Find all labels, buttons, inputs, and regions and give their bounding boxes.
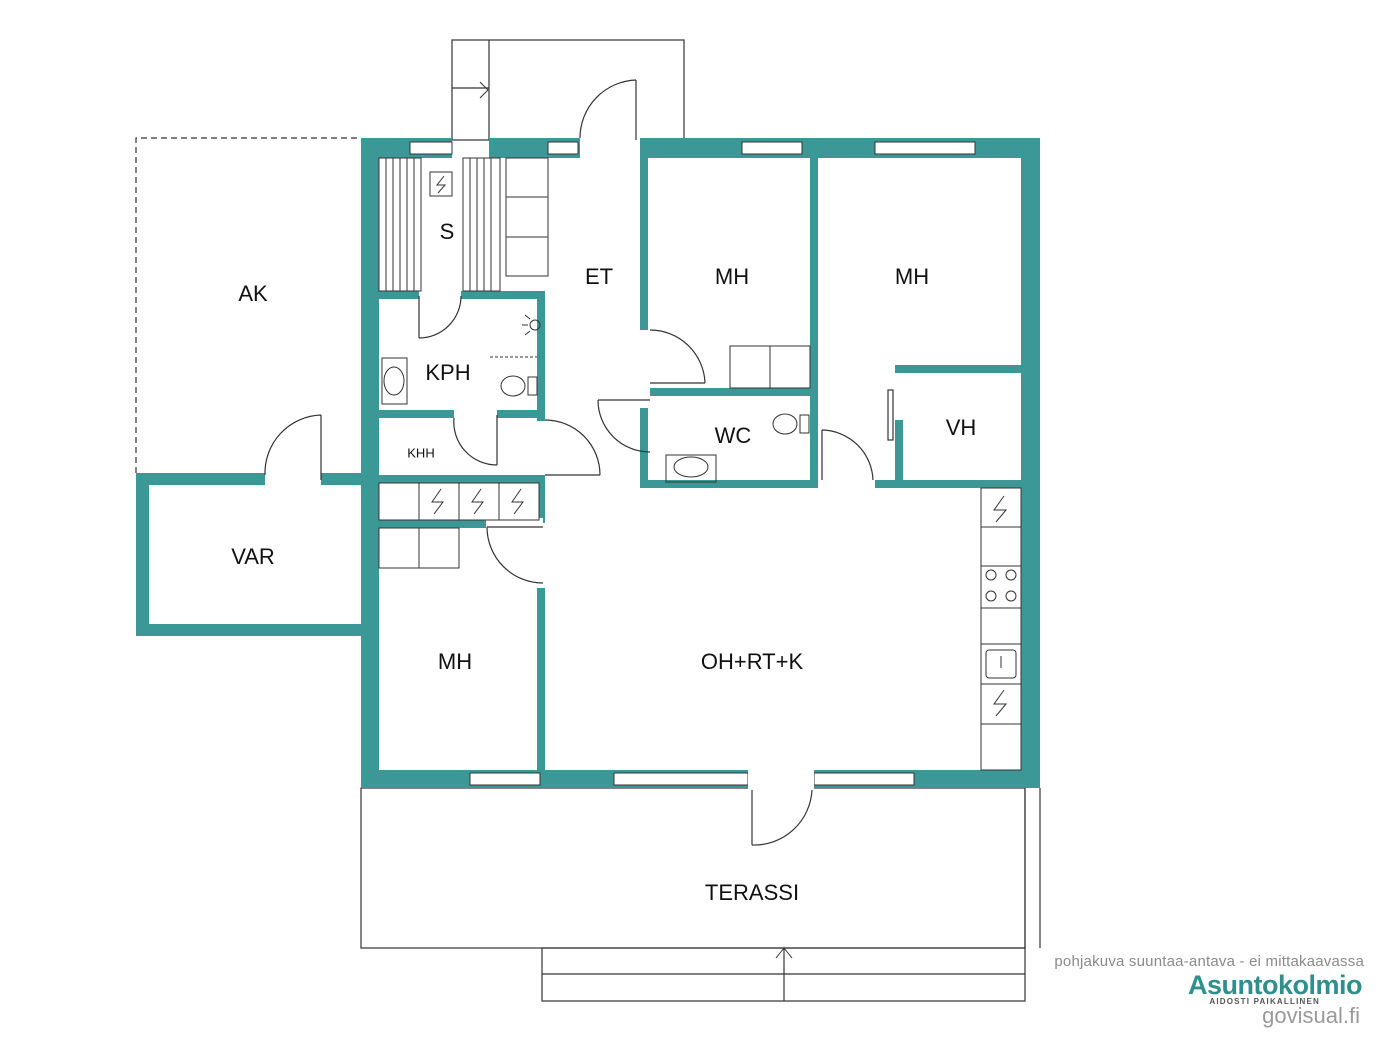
stove-icon — [985, 569, 1017, 602]
sink-icon — [381, 357, 408, 405]
wall-left — [361, 138, 379, 788]
wall-right — [1021, 138, 1040, 788]
site-name: govisual.fi — [1262, 1003, 1360, 1028]
electric-heater-icon — [429, 171, 453, 197]
toilet-icon — [500, 375, 538, 397]
room-label-ak: AK — [238, 281, 268, 306]
walls — [136, 138, 1040, 788]
windows — [409, 141, 976, 786]
terrace-outline — [360, 787, 1026, 949]
entrance-arrow-icon — [479, 81, 489, 99]
room-label-mh-top-right: MH — [895, 264, 929, 289]
room-label-s: S — [440, 219, 455, 244]
toilet-icon — [772, 413, 810, 435]
ak-dashed-outline — [135, 137, 361, 473]
room-label-mh-top-center: MH — [715, 264, 749, 289]
door-swing-icon — [579, 79, 637, 140]
entrance-steps — [451, 39, 685, 141]
brand-logo: Asuntokolmio — [1188, 970, 1363, 1000]
room-label-khh: KHH — [407, 445, 434, 460]
sauna-benches — [378, 157, 501, 292]
room-label-wc: WC — [715, 423, 752, 448]
thin-outlines — [135, 39, 1041, 1002]
room-label-kph: KPH — [425, 360, 470, 385]
room-labels: AK VAR S KPH KHH ET MH MH WC VH MH OH+RT… — [231, 219, 976, 905]
sink-icon — [985, 649, 1017, 679]
room-label-mh-bottom-left: MH — [438, 649, 472, 674]
disclaimer-text: pohjakuva suuntaa-antava - ei mittakaava… — [1054, 953, 1364, 970]
shower-icon — [522, 314, 541, 336]
appliances — [381, 81, 1017, 959]
cabinets — [378, 157, 1022, 771]
room-label-var: VAR — [231, 544, 275, 569]
entrance-arrow-icon — [775, 947, 793, 959]
room-label-terassi: TERASSI — [705, 880, 799, 905]
room-label-vh: VH — [946, 415, 977, 440]
room-label-et: ET — [585, 264, 613, 289]
brand-tagline: AIDOSTI PAIKALLINEN — [1209, 997, 1320, 1006]
door-swings — [264, 79, 894, 846]
door-openings — [265, 136, 905, 790]
room-label-oh-rt-k: OH+RT+K — [701, 649, 804, 674]
sink-icon — [665, 454, 717, 483]
electric-heater-icon — [431, 488, 444, 515]
